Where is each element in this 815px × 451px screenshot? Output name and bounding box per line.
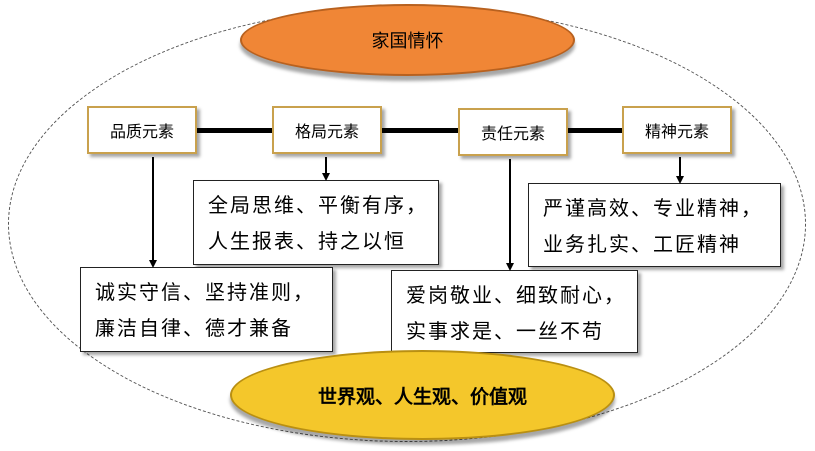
description-box-quality: 诚实守信、坚持准则， 廉洁自律、德才兼备: [80, 267, 333, 352]
description-box-pattern: 全局思维、平衡有序， 人生报表、持之以恒: [193, 180, 439, 265]
description-responsibility-line-2: 实事求是、一丝不苟: [406, 319, 604, 343]
top-theme-label: 家国情怀: [371, 31, 444, 52]
element-tag-spirit-label: 精神元素: [644, 122, 709, 141]
element-tag-pattern-label: 格局元素: [294, 122, 359, 141]
element-tag-quality-label: 品质元素: [109, 122, 174, 141]
bottom-theme-pill: 世界观、人生观、价值观: [230, 350, 615, 440]
element-tag-quality: 品质元素: [87, 106, 197, 154]
element-tag-spirit: 精神元素: [622, 106, 732, 154]
description-pattern-line-1: 全局思维、平衡有序，: [208, 193, 428, 217]
description-responsibility-line-1: 爱岗敬业、细致耐心，: [406, 283, 626, 307]
element-tag-responsibility: 责任元素: [458, 108, 568, 156]
description-box-responsibility: 爱岗敬业、细致耐心， 实事求是、一丝不苟: [391, 270, 638, 353]
element-tag-pattern: 格局元素: [272, 106, 382, 154]
top-theme-pill: 家国情怀: [240, 4, 575, 76]
description-pattern-line-2: 人生报表、持之以恒: [208, 229, 406, 253]
connector-pattern-responsibility: [380, 128, 462, 133]
connector-responsibility-spirit: [566, 128, 624, 133]
description-quality-line-1: 诚实守信、坚持准则，: [95, 280, 315, 304]
description-spirit-line-1: 严谨高效、专业精神，: [543, 196, 763, 220]
description-quality-line-2: 廉洁自律、德才兼备: [95, 316, 293, 340]
element-tag-responsibility-label: 责任元素: [480, 124, 545, 143]
bottom-theme-label: 世界观、人生观、价值观: [317, 385, 527, 408]
connector-quality-pattern: [195, 128, 275, 133]
description-spirit-line-2: 业务扎实、工匠精神: [543, 232, 741, 256]
description-box-spirit: 严谨高效、专业精神， 业务扎实、工匠精神: [528, 183, 781, 267]
